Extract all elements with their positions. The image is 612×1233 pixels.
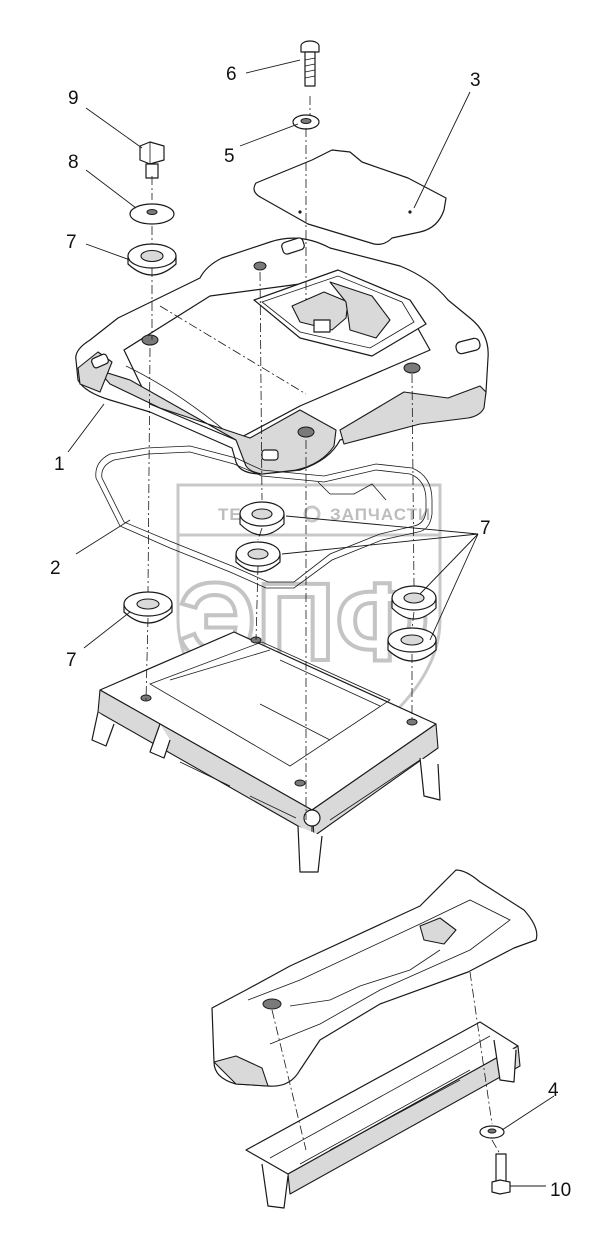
assembly-lines: [145, 96, 501, 1155]
bolt-9: [139, 141, 165, 179]
callout-4: 4: [548, 1080, 559, 1101]
callout-numbers: 6 5 3 9 8 7 1 2 7 7 4 10: [50, 64, 571, 1201]
callout-2: 2: [50, 558, 61, 579]
callout-7-left: 7: [66, 650, 77, 671]
callout-10: 10: [550, 1180, 571, 1201]
callout-5: 5: [224, 146, 235, 167]
callout-7-right: 7: [480, 518, 491, 539]
gasket-2: [95, 445, 433, 589]
base-frame: [91, 631, 441, 873]
watermark-right-text: ЗАПЧАСТИ: [330, 505, 431, 524]
callout-8: 8: [68, 152, 79, 173]
callout-9: 9: [68, 88, 79, 109]
screw-6: [300, 40, 320, 87]
callout-6: 6: [226, 64, 237, 85]
spacer-7-center-upper: [239, 501, 285, 536]
callout-1: 1: [54, 454, 65, 475]
washer-8: [129, 203, 175, 225]
washer-4: [479, 1125, 505, 1139]
spacer-7-right-lower: [387, 627, 437, 662]
lower-seat-pad: [211, 869, 538, 1087]
lower-bracket: [245, 1021, 521, 1209]
spacer-7-top: [127, 243, 177, 276]
seat-shell: [75, 237, 489, 475]
spacer-7-center-lower: [235, 541, 281, 573]
bolt-10: [491, 1153, 511, 1195]
spacer-7-right-upper: [391, 585, 437, 620]
callout-7-top: 7: [66, 232, 77, 253]
cover-plate: [253, 149, 447, 245]
callout-3: 3: [470, 70, 481, 91]
callout-leaders: [67, 59, 555, 1187]
washer-5: [292, 114, 320, 130]
